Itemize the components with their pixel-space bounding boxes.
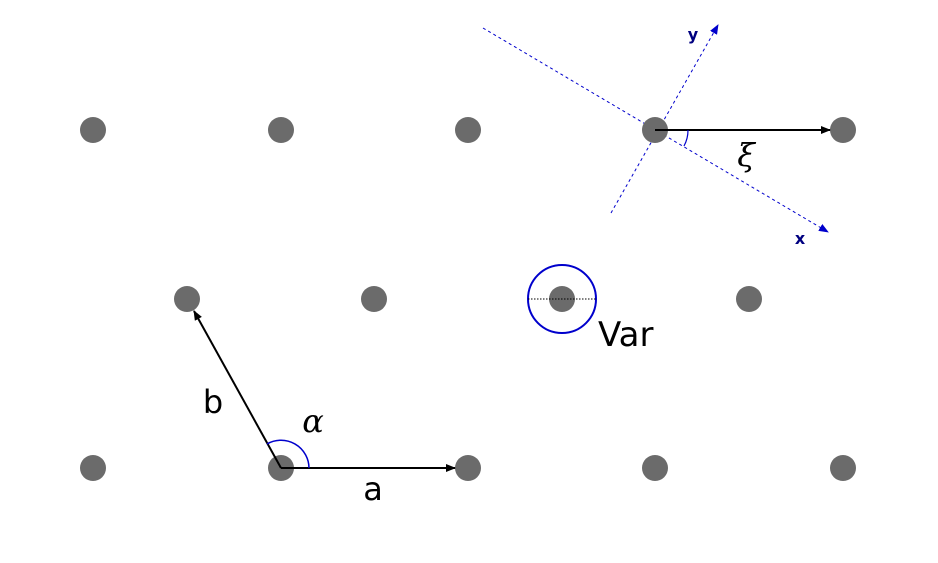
xi-angle-arc	[683, 129, 689, 147]
lattice-atom	[830, 117, 856, 143]
y-axis-label: y	[688, 25, 699, 44]
vector-a-label: a	[363, 470, 383, 508]
lattice-atom	[455, 117, 481, 143]
lattice-atom	[80, 117, 106, 143]
lattice-atom	[174, 286, 200, 312]
lattice-atom	[361, 286, 387, 312]
lattice-atom	[642, 455, 668, 481]
vector-b-label: b	[203, 383, 223, 421]
lattice-atom	[455, 455, 481, 481]
alpha-angle-arc	[266, 439, 310, 469]
lattice-atom	[80, 455, 106, 481]
alpha-label: α	[302, 402, 324, 440]
variance-label: Var	[598, 315, 653, 355]
xi-label: ξ	[737, 136, 756, 174]
lattice-atom	[736, 286, 762, 312]
lattice-atom	[268, 117, 294, 143]
lattice-atom	[830, 455, 856, 481]
y-axis-line	[610, 24, 719, 214]
x-axis-label: x	[795, 229, 806, 248]
vector-b-arrow	[193, 310, 282, 469]
